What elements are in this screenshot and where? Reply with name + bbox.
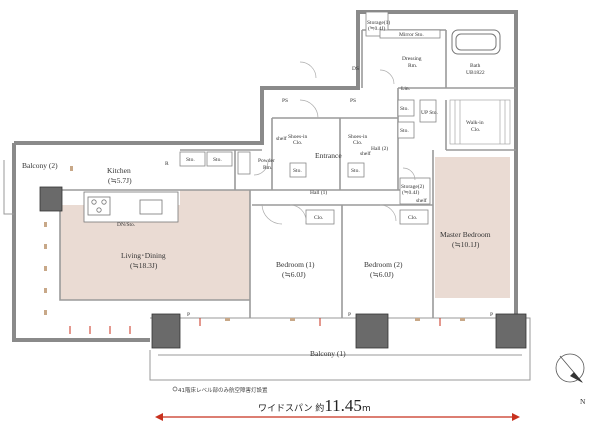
label-dressing2: Rm. — [408, 63, 418, 69]
label-dn-sto: DN/Sto. — [117, 222, 136, 228]
label-walk-in: Walk-in — [466, 120, 484, 126]
doors — [253, 61, 416, 225]
label-master-bedroom-size: (≒10.1J) — [452, 240, 480, 249]
walls — [12, 10, 518, 342]
note-marker — [172, 386, 178, 392]
label-shoes-in-2b: Clo. — [353, 140, 363, 146]
label-mirror: Mirror Sto. — [399, 32, 424, 38]
balcony-outline — [3, 160, 531, 381]
label-shelf-2: shelf — [360, 150, 371, 157]
label-living-dining: Living･Dining — [121, 251, 166, 260]
storage-box — [399, 177, 431, 205]
label-kitchen: Kitchen — [107, 166, 131, 175]
label-shoes-in-1: Shoes-in — [288, 134, 308, 140]
window-marks — [44, 166, 465, 321]
wide-span-text: ワイドスパン 約 — [258, 404, 325, 414]
span-arrow — [155, 413, 520, 421]
column — [495, 313, 527, 349]
storage-box — [347, 162, 365, 178]
column — [151, 313, 181, 349]
storage-box — [379, 29, 441, 39]
label-p-2: P — [348, 312, 351, 318]
column — [355, 313, 389, 349]
compass-north: N — [580, 397, 586, 406]
label-sto-4: Sto. — [351, 168, 360, 174]
burner — [91, 199, 97, 205]
label-shelf: shelf — [276, 135, 287, 142]
storage-box — [399, 209, 429, 225]
kitchen-counter — [83, 191, 179, 223]
label-shelf-3: shelf — [416, 197, 427, 204]
column — [39, 186, 63, 212]
label-storage-top-size: (≒0.4J) — [368, 25, 385, 32]
label-storage-mid: Storage(2) — [401, 183, 424, 190]
storage-boxes — [179, 11, 441, 225]
label-balcony1: Balcony (1) — [310, 349, 346, 358]
label-clo-2: Clo. — [408, 215, 418, 221]
label-powder-rm2: Rm. — [263, 165, 273, 171]
label-sto-5: Sto. — [400, 106, 409, 112]
living-dining-floor-upper — [180, 190, 250, 206]
wide-span-value: 11.45 — [324, 396, 362, 415]
storage-box — [397, 99, 415, 117]
bathtub — [451, 29, 501, 55]
storage-box — [289, 162, 307, 178]
label-shoes-in-1b: Clo. — [293, 140, 303, 146]
walk-in-hatch — [449, 99, 511, 145]
label-hall2: Hall (2) — [371, 145, 388, 152]
label-hall1: Hall (1) — [310, 189, 327, 196]
storage-box — [206, 151, 233, 167]
label-bedroom1: Bedroom (1) — [276, 260, 315, 269]
label-p: P — [187, 312, 190, 318]
wide-span-label: ワイドスパン 約11.45m — [258, 396, 398, 416]
label-living-dining-size: (≒18.3J) — [130, 261, 158, 270]
label-ps: PS — [282, 98, 288, 104]
exit-arrows — [69, 318, 441, 334]
label-balcony2: Balcony (2) — [22, 161, 58, 170]
label-bath: Bath — [470, 63, 481, 69]
label-clo: Clo. — [314, 215, 324, 221]
label-kitchen-size: (≒5.7J) — [108, 176, 132, 185]
storage-box — [397, 121, 415, 139]
label-dressing: Dressing — [402, 56, 422, 62]
label-bedroom2-size: (≒6.0J) — [370, 270, 394, 279]
label-ds: DS — [352, 66, 359, 72]
label-ps-2: PS — [350, 98, 356, 104]
label-bedroom2: Bedroom (2) — [364, 260, 403, 269]
compass — [555, 353, 585, 383]
label-lin: Lin. — [401, 86, 411, 92]
label-sto-3: Sto. — [293, 168, 302, 174]
interior-walls — [59, 29, 516, 318]
aviation-light-note: 41階床レベル部のみ航空障害灯設置 — [178, 388, 268, 394]
label-sto: Sto. — [186, 157, 195, 163]
label-up-sto: UP Sto. — [421, 110, 439, 116]
label-sto-6: Sto. — [400, 128, 409, 134]
master-bedroom-floor — [435, 157, 510, 298]
burner — [96, 207, 102, 213]
label-sto-2: Sto. — [213, 157, 222, 163]
storage-box — [237, 151, 251, 175]
label-r: R — [165, 161, 169, 167]
storage-box — [419, 99, 437, 123]
storage-box — [179, 151, 206, 167]
label-entrance: Entrance — [315, 151, 342, 160]
storage-box — [305, 209, 335, 225]
label-powder-rm: Powder — [258, 158, 275, 164]
label-p-3: P — [490, 312, 493, 318]
columns — [39, 186, 527, 349]
label-walk-in2: Clo. — [471, 127, 481, 133]
label-shoes-in-2: Shoes-in — [348, 134, 368, 140]
label-master-bedroom: Master Bedroom — [440, 230, 491, 239]
label-storage-mid-size: (≒0.4J) — [402, 189, 419, 196]
label-bath-unit: UB1822 — [466, 70, 485, 76]
sink — [139, 199, 163, 215]
wide-span-unit: m — [361, 404, 371, 414]
burner — [101, 199, 107, 205]
label-storage-top: Storage(1) — [367, 19, 390, 26]
label-bedroom1-size: (≒6.0J) — [282, 270, 306, 279]
